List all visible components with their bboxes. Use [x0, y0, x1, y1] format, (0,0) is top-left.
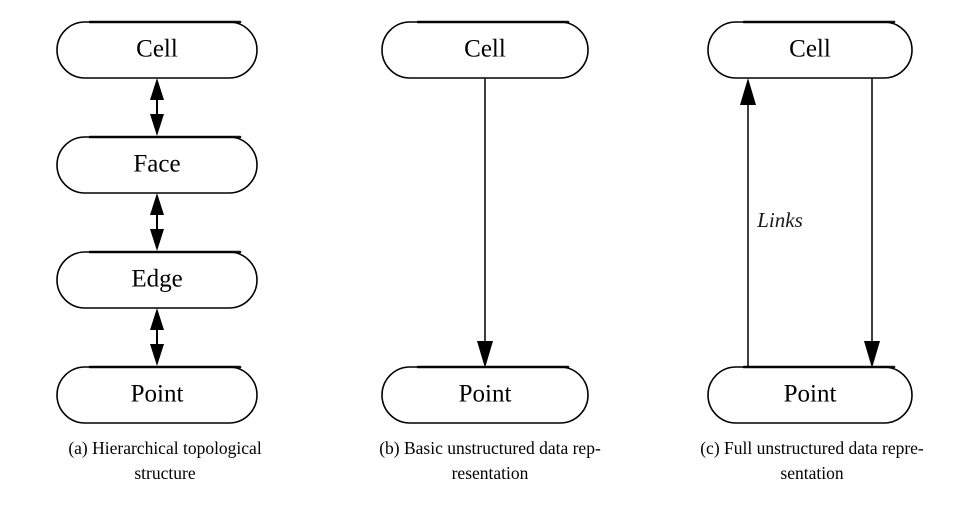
edge-point-cell-c[interactable]: Links: [740, 78, 803, 367]
edge-face-edge-a-arrowhead-down: [150, 229, 164, 251]
edge-cell-point-b-arrowhead: [477, 341, 493, 368]
panel-b-caption-line2: resentation: [451, 463, 529, 483]
panel-c-caption: (c) Full unstructured data repre- sentat…: [650, 436, 974, 486]
edge-cell-point-c[interactable]: [864, 78, 880, 368]
panel-b: Cell Point (b) Basic unstructured data r…: [330, 0, 650, 518]
node-cell-a-label: Cell: [136, 36, 178, 63]
panel-c: Cell Links Point: [650, 0, 974, 518]
panel-a-caption-line2: structure: [134, 463, 196, 483]
node-point-c-label: Point: [784, 381, 837, 408]
panel-a-svg: Cell Face: [56, 20, 258, 424]
node-cell-c[interactable]: Cell: [707, 20, 913, 79]
panel-b-svg: Cell Point: [381, 20, 589, 424]
edge-edge-point-a-arrowhead-down: [150, 344, 164, 366]
node-edge-a[interactable]: Edge: [56, 250, 258, 309]
node-face-a[interactable]: Face: [56, 135, 258, 194]
edge-cell-face-a-arrowhead-up: [150, 78, 164, 100]
edge-cell-face-a[interactable]: [150, 78, 164, 136]
panel-a-caption-line1: (a) Hierarchical topological: [68, 438, 262, 458]
node-point-c[interactable]: Point: [707, 365, 913, 424]
panel-c-diagram: Cell Links Point: [650, 0, 974, 432]
panel-b-caption-line1: (b) Basic unstructured data rep-: [379, 438, 601, 458]
panel-a: Cell Face: [0, 0, 330, 518]
node-point-b[interactable]: Point: [381, 365, 589, 424]
edge-face-edge-a[interactable]: [150, 193, 164, 251]
node-point-b-label: Point: [459, 381, 512, 408]
node-face-a-label: Face: [133, 151, 180, 178]
edge-cell-face-a-arrowhead-down: [150, 114, 164, 136]
node-edge-a-label: Edge: [131, 266, 182, 293]
edge-cell-point-b[interactable]: [477, 78, 493, 368]
node-cell-b[interactable]: Cell: [381, 20, 589, 79]
edge-face-edge-a-arrowhead-up: [150, 193, 164, 215]
node-cell-b-label: Cell: [464, 36, 506, 63]
edge-label-links: Links: [756, 208, 803, 232]
edge-edge-point-a-arrowhead-up: [150, 308, 164, 330]
panel-a-caption: (a) Hierarchical topological structure: [0, 436, 330, 486]
node-cell-c-label: Cell: [789, 36, 831, 63]
node-point-a-label: Point: [131, 381, 184, 408]
panel-b-diagram: Cell Point: [330, 0, 650, 432]
panel-c-svg: Cell Links Point: [707, 20, 913, 424]
panel-c-caption-line1: (c) Full unstructured data repre-: [700, 438, 924, 458]
edge-cell-point-c-arrowhead: [864, 341, 880, 368]
node-cell-a[interactable]: Cell: [56, 20, 258, 79]
panel-a-diagram: Cell Face: [0, 0, 330, 432]
edge-point-cell-c-arrowhead: [740, 78, 756, 105]
panel-b-caption: (b) Basic unstructured data rep- resenta…: [330, 436, 650, 486]
panel-c-caption-line2: sentation: [780, 463, 844, 483]
node-point-a[interactable]: Point: [56, 365, 258, 424]
edge-edge-point-a[interactable]: [150, 308, 164, 366]
